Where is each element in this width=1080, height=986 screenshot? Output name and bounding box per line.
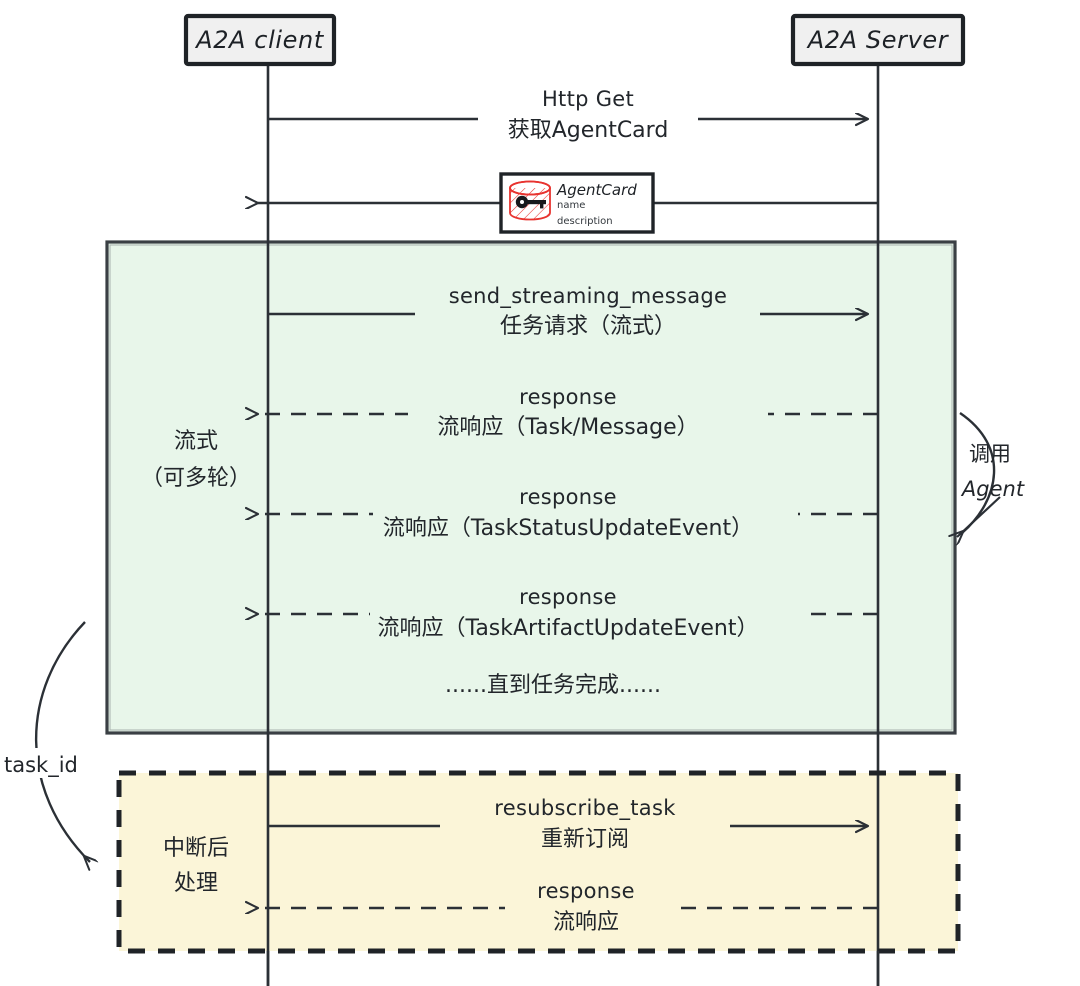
message-response-status-update: response 流响应（TaskStatusUpdateEvent）	[258, 485, 878, 542]
self-call-annotation-line2: Agent	[960, 477, 1025, 501]
self-call-annotation-curve	[959, 412, 996, 534]
participant-client-box	[183, 13, 337, 67]
agentcard-note-line1: name	[557, 200, 585, 211]
database-key-icon	[509, 180, 551, 221]
streaming-block-label-line2: （可多轮）	[141, 466, 251, 491]
self-call-annotation: 调用 Agent	[957, 412, 1025, 537]
task-id-annotation: task_id	[0, 621, 96, 862]
message-response-resubscribe: response 流响应	[258, 879, 878, 936]
message-response-task-message-label-en: response	[519, 385, 617, 409]
message-response-artifact-update-label-en: response	[519, 585, 617, 609]
lifeline-stubs	[266, 951, 880, 986]
message-response-task-message-label-cn: 流响应（Task/Message）	[437, 415, 698, 440]
message-response-status-update-label-en: response	[519, 485, 617, 509]
task-id-annotation-label: task_id	[4, 753, 78, 778]
interrupted-block-label-line1: 中断后	[163, 836, 229, 861]
agentcard-note: AgentCard name description	[499, 172, 655, 234]
message-send-streaming-message-label-cn: 任务请求（流式）	[500, 314, 676, 339]
message-send-streaming-message-label-en: send_streaming_message	[449, 284, 728, 309]
participant-server[interactable]: A2A Server	[790, 13, 966, 67]
message-response-artifact-update: response 流响应（TaskArtifactUpdateEvent）	[258, 585, 878, 642]
message-response-artifact-update-label-cn: 流响应（TaskArtifactUpdateEvent）	[378, 616, 759, 641]
message-response-resubscribe-label-bg	[505, 879, 670, 936]
message-response-task-message-label-bg	[408, 385, 768, 442]
message-http-get-label-en: Http Get	[542, 87, 634, 111]
task-id-annotation-curve	[34, 621, 90, 862]
message-response-resubscribe-label-cn: 流响应	[553, 910, 619, 935]
message-resubscribe-task-label-en: resubscribe_task	[494, 796, 676, 821]
message-response-status-update-label-cn: 流响应（TaskStatusUpdateEvent）	[383, 516, 753, 541]
message-http-get-label-cn: 获取AgentCard	[508, 118, 669, 143]
message-resubscribe-task: resubscribe_task 重新订阅	[268, 796, 868, 853]
agentcard-note-title: AgentCard	[556, 181, 637, 199]
agentcard-note-line2: description	[557, 216, 613, 227]
streaming-block-label: 流式 （可多轮）	[141, 429, 251, 491]
streaming-block-rect-inner	[109, 244, 953, 731]
message-http-get-label-bg	[478, 88, 698, 146]
self-call-annotation-arrow	[957, 496, 1001, 537]
message-response-task-message: response 流响应（Task/Message）	[258, 385, 878, 442]
ellipsis-note: ......直到任务完成......	[445, 673, 661, 698]
self-call-annotation-line1: 调用	[969, 442, 1011, 466]
participant-server-label: A2A Server	[806, 26, 950, 54]
lifelines	[266, 62, 880, 986]
interrupted-block-label: 中断后 处理	[163, 836, 229, 896]
interrupted-block-label-line2: 处理	[174, 871, 218, 896]
participant-server-box	[790, 13, 966, 67]
participant-client[interactable]: A2A client	[183, 13, 337, 67]
message-send-streaming-message: send_streaming_message 任务请求（流式）	[268, 284, 868, 341]
task-id-annotation-label-bg	[0, 748, 96, 778]
message-response-resubscribe-label-en: response	[537, 879, 635, 903]
participant-client-label: A2A client	[194, 26, 325, 54]
message-response-artifact-update-label-bg	[370, 585, 802, 642]
streaming-block-label-line1: 流式	[174, 429, 218, 454]
message-send-streaming-message-label-bg	[415, 284, 760, 341]
message-response-status-update-label-bg	[373, 485, 798, 542]
message-resubscribe-task-label-cn: 重新订阅	[541, 827, 629, 852]
message-resubscribe-task-label-bg	[440, 796, 730, 853]
message-http-get: Http Get 获取AgentCard	[268, 87, 868, 146]
